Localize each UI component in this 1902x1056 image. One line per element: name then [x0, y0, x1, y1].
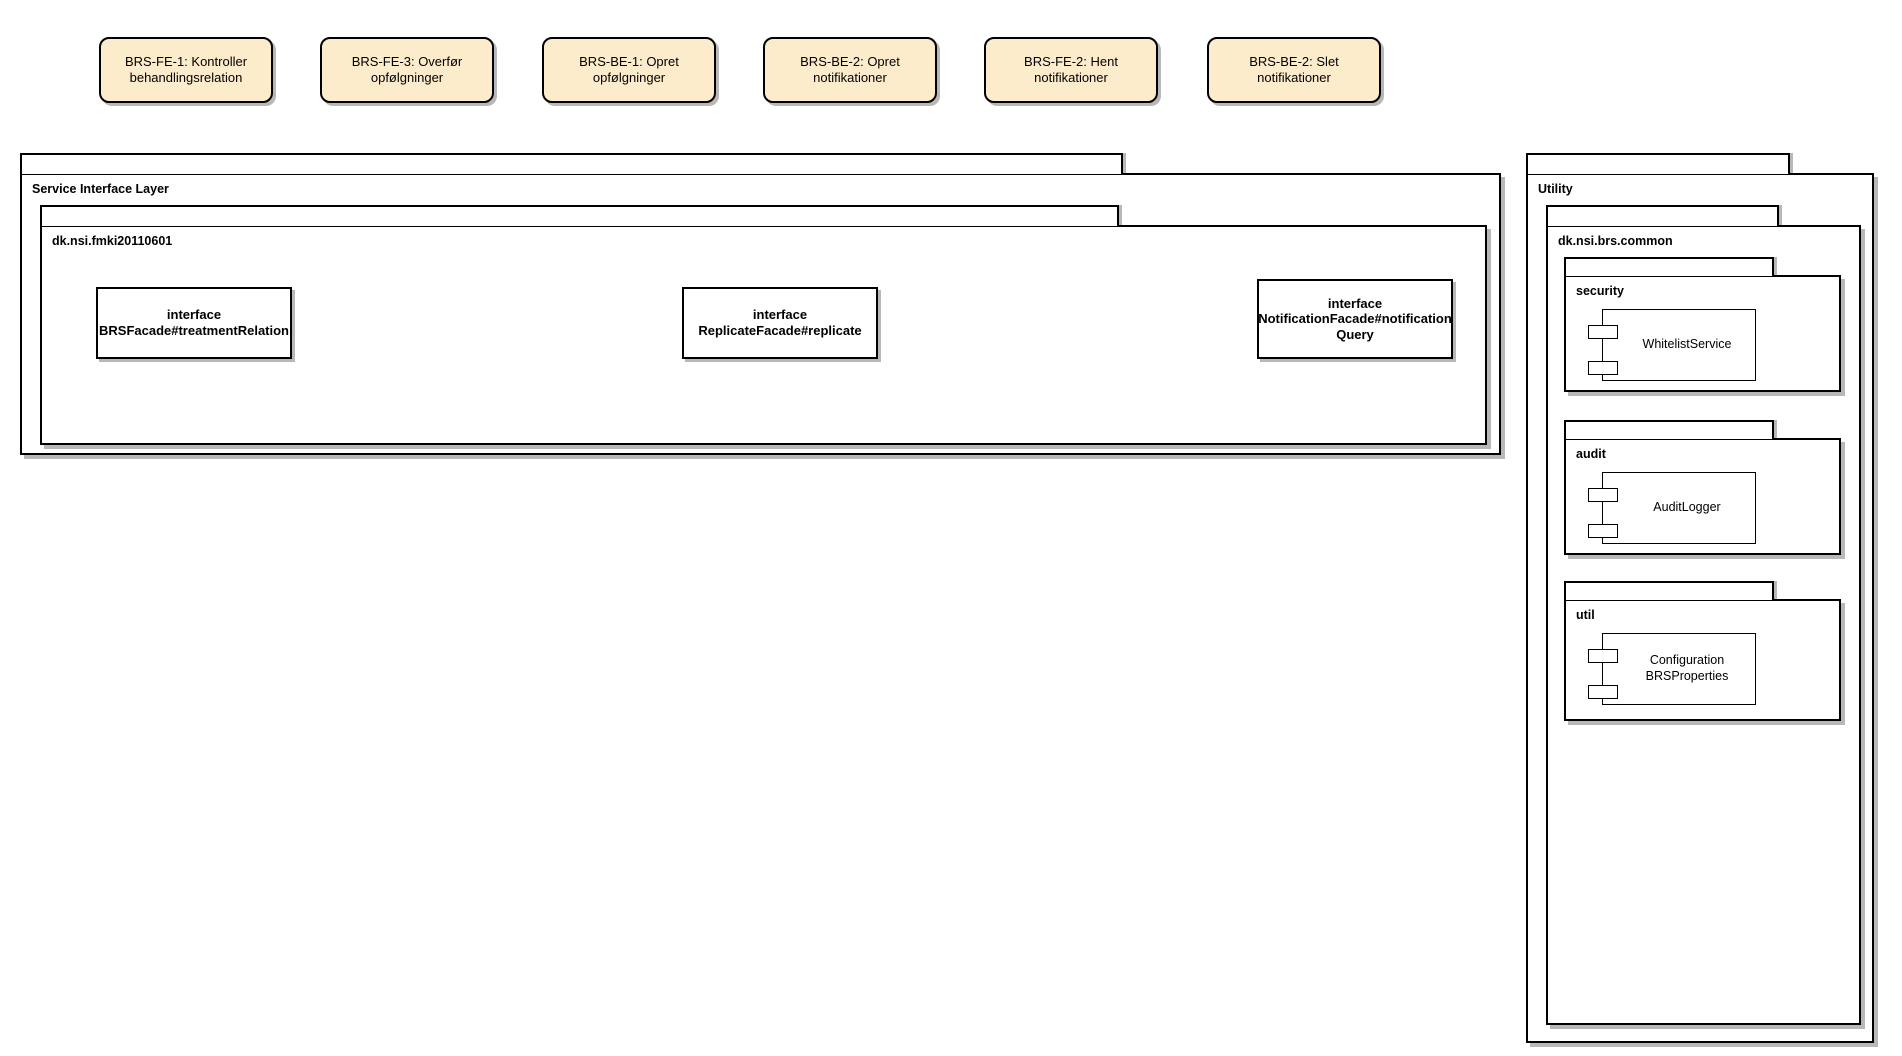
- component-whitelistservice[interactable]: WhitelistService: [1588, 309, 1756, 381]
- package-dk-nsi-fmki20110601[interactable]: dk.nsi.fmki20110601 interface BRSFacade#…: [40, 205, 1492, 445]
- component-name-cont: BRSProperties: [1645, 669, 1729, 683]
- component-body: WhitelistService: [1602, 309, 1756, 381]
- component-port-icon-bottom: [1588, 361, 1618, 375]
- package-dk-nsi-brs-common[interactable]: dk.nsi.brs.common security WhitelistServ…: [1546, 205, 1865, 1025]
- package-body: dk.nsi.fmki20110601 interface BRSFacade#…: [40, 225, 1487, 445]
- usecase-brs-fe-2[interactable]: BRS-FE-2: Hent notifikationer: [984, 37, 1158, 103]
- package-body: security WhitelistService: [1564, 275, 1841, 392]
- package-tab: [1564, 420, 1774, 439]
- package-tab: [20, 153, 1123, 174]
- package-tab: [1526, 153, 1790, 174]
- component-body: Configuration BRSProperties: [1602, 633, 1756, 705]
- component-auditlogger[interactable]: AuditLogger: [1588, 472, 1756, 544]
- package-body: dk.nsi.brs.common security WhitelistServ…: [1546, 225, 1861, 1025]
- package-title: util: [1576, 608, 1595, 622]
- package-tab: [1546, 205, 1779, 226]
- package-tab: [1564, 581, 1774, 600]
- package-body: Utility dk.nsi.brs.common security: [1526, 173, 1874, 1043]
- interface-name: ReplicateFacade#replicate: [698, 323, 862, 338]
- package-title: Utility: [1538, 182, 1573, 196]
- usecase-brs-be-1[interactable]: BRS-BE-1: Opret opfølgninger: [542, 37, 716, 103]
- component-port-icon-bottom: [1588, 685, 1618, 699]
- usecase-label: BRS-FE-3: Overfør opfølgninger: [351, 53, 463, 85]
- interface-name-cont: Query: [1336, 326, 1374, 342]
- component-port-icon-bottom: [1588, 524, 1618, 538]
- usecase-label: BRS-BE-2: Opret notifikationer: [800, 53, 900, 85]
- package-tab: [1564, 257, 1774, 276]
- usecase-brs-fe-3[interactable]: BRS-FE-3: Overfør opfølgninger: [320, 37, 494, 103]
- package-security[interactable]: security WhitelistService: [1564, 257, 1845, 392]
- component-name: AuditLogger: [1653, 500, 1721, 515]
- usecase-label: BRS-BE-1: Opret opfølgninger: [579, 53, 679, 85]
- usecase-brs-be-2-opret[interactable]: BRS-BE-2: Opret notifikationer: [763, 37, 937, 103]
- package-tab: [40, 205, 1119, 226]
- component-port-icon-top: [1588, 649, 1618, 663]
- interface-replicatefacade-replicate[interactable]: interface ReplicateFacade#replicate: [682, 287, 878, 359]
- package-util[interactable]: util Configuration BRSProperties: [1564, 581, 1845, 721]
- package-title: dk.nsi.brs.common: [1558, 234, 1673, 248]
- package-title: Service Interface Layer: [32, 182, 169, 196]
- package-body: Service Interface Layer dk.nsi.fmki20110…: [20, 173, 1501, 455]
- package-audit[interactable]: audit AuditLogger: [1564, 420, 1845, 555]
- interface-stereotype: interface: [752, 307, 808, 323]
- package-title: audit: [1576, 447, 1606, 461]
- package-title: dk.nsi.fmki20110601: [52, 234, 173, 248]
- package-body: audit AuditLogger: [1564, 438, 1841, 555]
- interface-name: BRSFacade#treatmentRelation: [99, 323, 289, 338]
- component-port-icon-top: [1588, 325, 1618, 339]
- component-name: WhitelistService: [1642, 337, 1732, 352]
- package-utility[interactable]: Utility dk.nsi.brs.common security: [1526, 153, 1878, 1043]
- usecase-label: BRS-FE-2: Hent notifikationer: [1024, 53, 1118, 85]
- component-port-icon-top: [1588, 488, 1618, 502]
- component-name: Configuration: [1649, 653, 1725, 668]
- package-title: security: [1576, 284, 1624, 298]
- usecase-label: BRS-FE-1: Kontroller behandlingsrelation: [124, 53, 248, 85]
- package-service-interface-layer[interactable]: Service Interface Layer dk.nsi.fmki20110…: [20, 153, 1505, 455]
- usecase-brs-fe-1[interactable]: BRS-FE-1: Kontroller behandlingsrelation: [99, 37, 273, 103]
- component-body: AuditLogger: [1602, 472, 1756, 544]
- usecase-label: BRS-BE-2: Slet notifikationer: [1249, 53, 1339, 85]
- interface-notificationfacade-notificationquery[interactable]: interface NotificationFacade#notificatio…: [1257, 279, 1453, 359]
- component-configuration-brsproperties[interactable]: Configuration BRSProperties: [1588, 633, 1756, 705]
- interface-name: NotificationFacade#notification: [1258, 311, 1452, 327]
- interface-brsfacade-treatmentrelation[interactable]: interface BRSFacade#treatmentRelation: [96, 287, 292, 359]
- package-body: util Configuration BRSProperties: [1564, 599, 1841, 721]
- usecase-brs-be-2-slet[interactable]: BRS-BE-2: Slet notifikationer: [1207, 37, 1381, 103]
- interface-stereotype: interface: [1327, 295, 1383, 311]
- interface-stereotype: interface: [166, 307, 222, 323]
